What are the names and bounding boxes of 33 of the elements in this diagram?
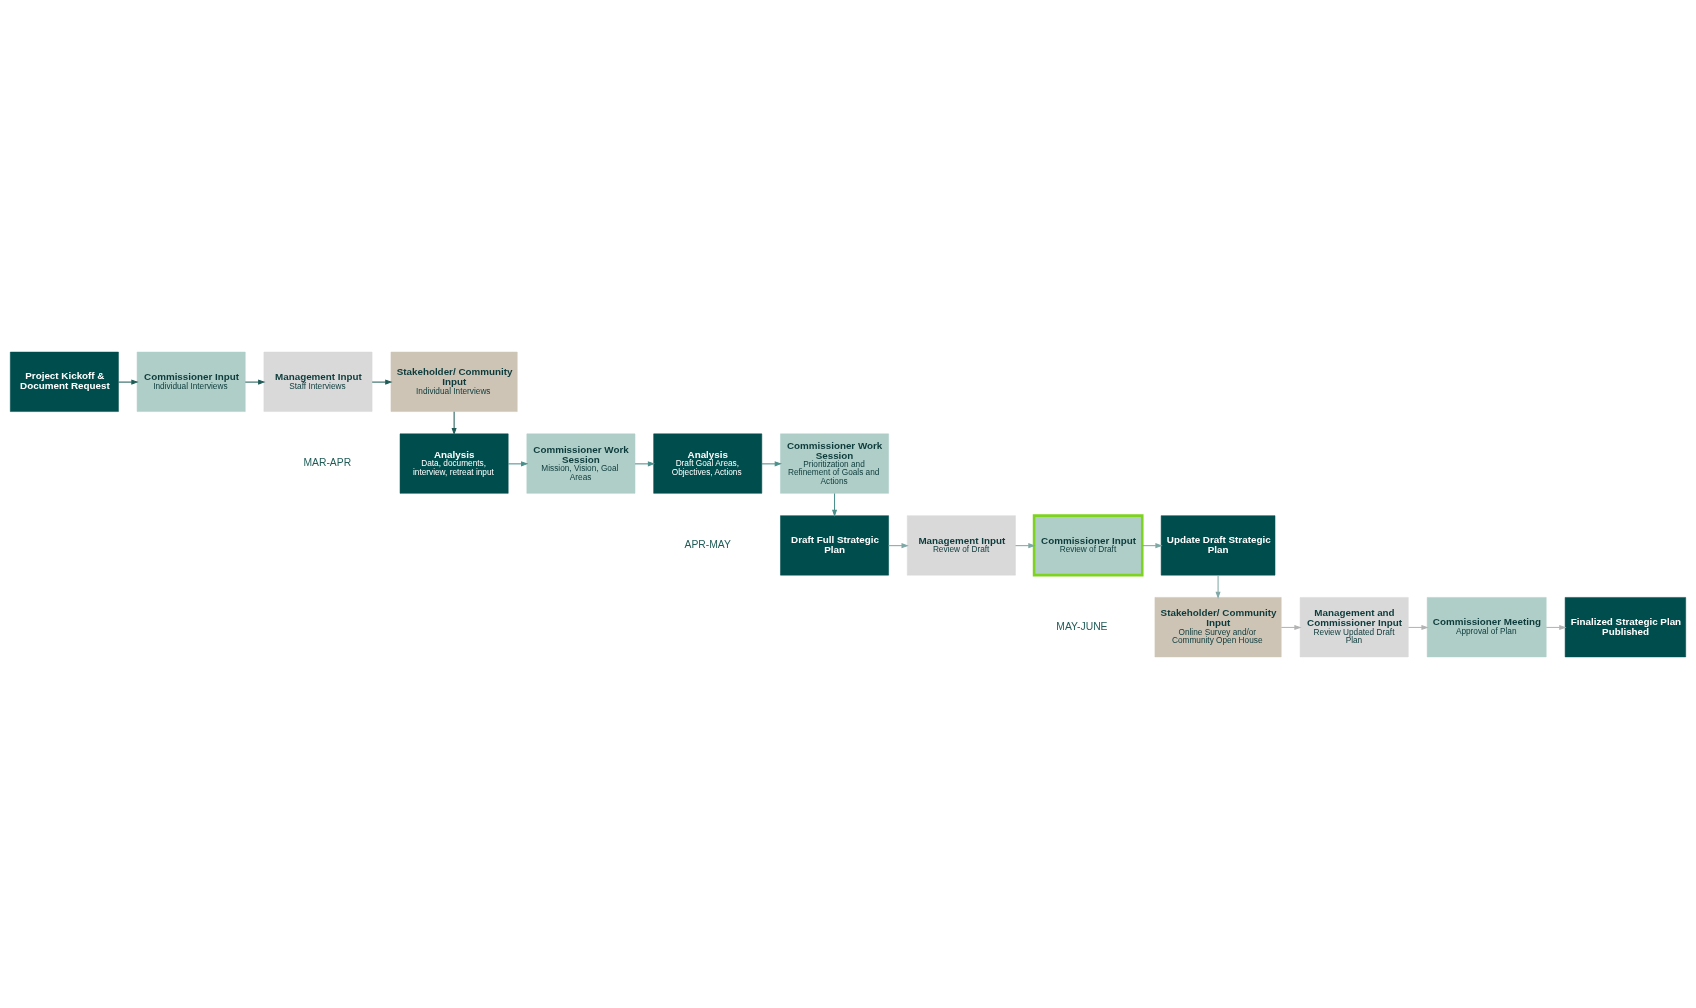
node-box: Management Input Review of Draft (907, 514, 1016, 575)
node-box: Commissioner Meeting Approval of Plan (1426, 596, 1547, 657)
node-box: Analysis Data, documents, interview, retreat input (399, 433, 509, 494)
arrow (1280, 624, 1302, 630)
node-box: Analysis Draft Goal Areas, Objectives, Actions (653, 433, 763, 494)
label: MAR-APR (303, 456, 352, 468)
arrow (1545, 624, 1567, 630)
arrow (451, 410, 457, 435)
arrow (244, 379, 266, 385)
node-box: Update Draft Strategic Plan (1160, 514, 1276, 575)
node-box: Management and Commissioner Input Review Updated Draft Plan (1299, 596, 1409, 657)
arrow (1407, 624, 1429, 630)
label: MAY-JUNE (1056, 620, 1108, 632)
node-box: Commissioner Work Session Mission, Vision, Goal Areas (526, 433, 636, 494)
arrow (118, 379, 139, 385)
arrow (507, 460, 529, 466)
arrow (1215, 574, 1221, 599)
node-box: Stakeholder/ Community Input Online Survey and/or Community Open House (1154, 596, 1282, 657)
node-box: Management Input Staff Interviews (263, 351, 373, 412)
arrow (634, 460, 656, 466)
node-box: Commissioner Work Session Prioritization and Refinement of Goals and Actions (780, 433, 889, 494)
arrow (371, 379, 393, 385)
node-box: Commissioner Input Review of Draft (1032, 513, 1144, 576)
arrow (1141, 542, 1163, 548)
arrow (1015, 542, 1036, 548)
arrow (761, 460, 782, 466)
node-box: Commissioner Input Individual Interviews (136, 351, 246, 412)
label: APR-MAY (684, 538, 731, 550)
node-box: Project Kickoff & Document Request (10, 351, 119, 412)
node-box: Finalized Strategic Plan Published (1564, 596, 1686, 657)
node-box: Draft Full Strategic Plan (780, 514, 889, 575)
arrow (832, 492, 838, 517)
node-box: Stakeholder/ Community Input Individual Interviews (390, 351, 518, 412)
